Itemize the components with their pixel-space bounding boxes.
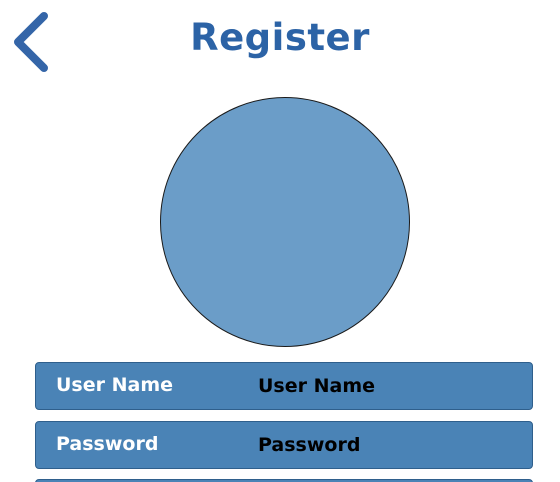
header: Register [0, 0, 560, 90]
username-row: User Name [35, 362, 533, 410]
username-input[interactable] [258, 369, 518, 403]
password-label: Password [56, 433, 159, 455]
avatar[interactable] [160, 97, 410, 347]
username-label: User Name [56, 374, 174, 396]
password-row: Password [35, 421, 533, 469]
next-form-row [35, 479, 533, 482]
password-input[interactable] [258, 428, 518, 462]
page-title: Register [190, 16, 370, 59]
chevron-left-icon [14, 12, 48, 72]
back-button[interactable] [8, 8, 56, 76]
